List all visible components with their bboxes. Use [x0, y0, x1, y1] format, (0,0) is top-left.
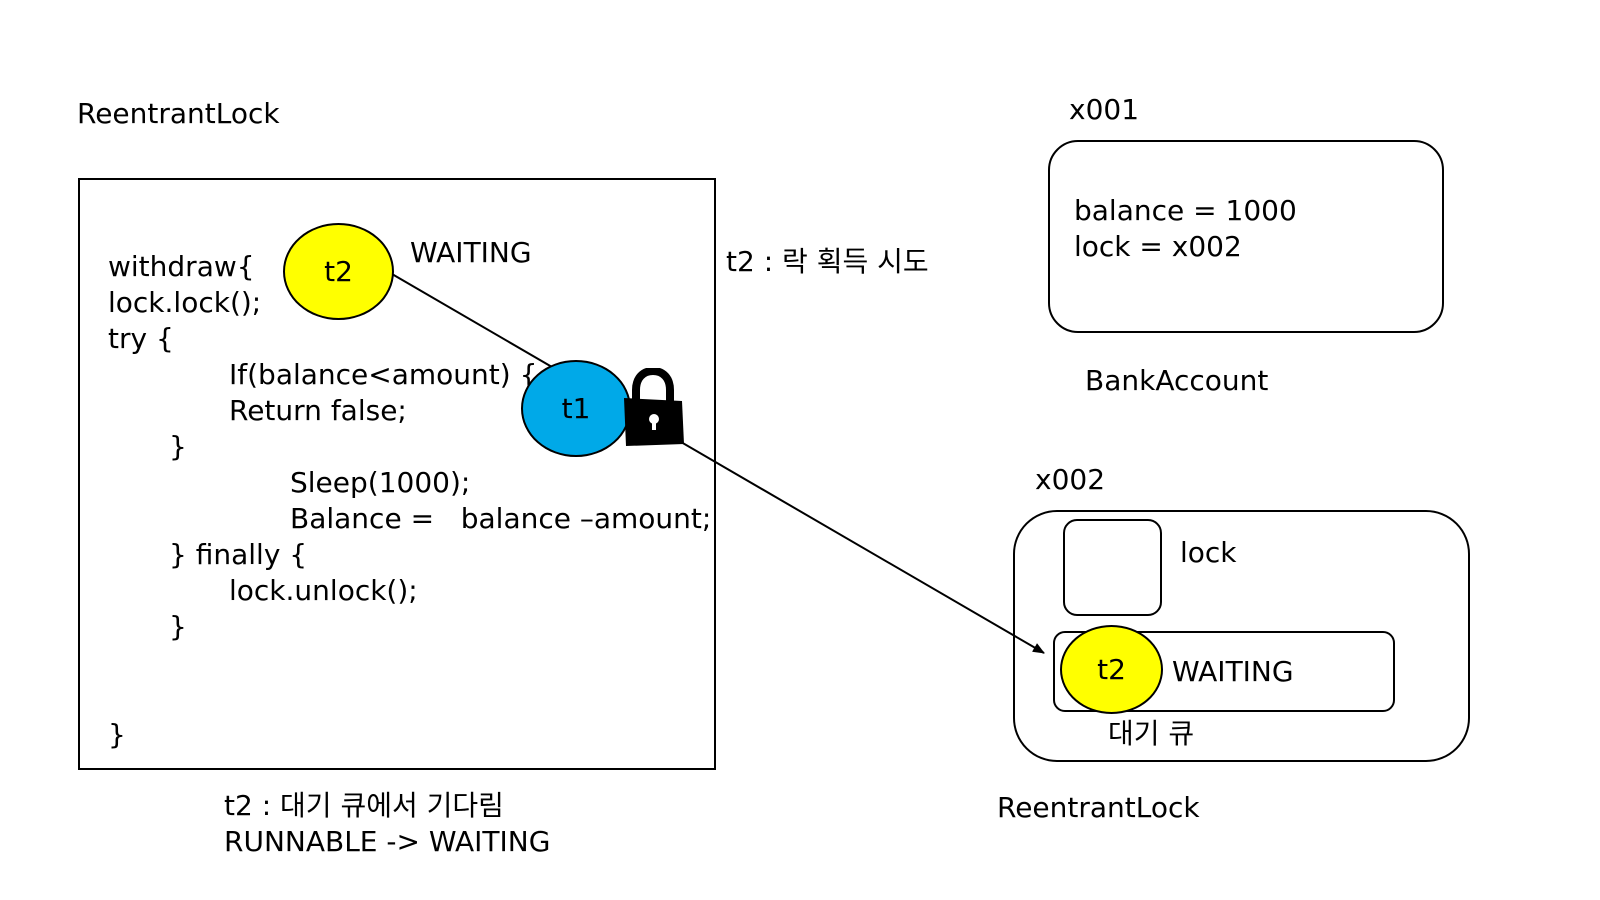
lock-slot: [1063, 519, 1162, 616]
balance-field: balance = 1000: [1074, 194, 1297, 227]
thread-t2-state: WAITING: [410, 236, 532, 269]
acquire-attempt-arrow: [391, 273, 1045, 654]
code-line: try {: [108, 322, 174, 355]
caption-line1: t2 : 대기 큐에서 기다림: [224, 789, 504, 822]
wait-queue-box: [1053, 631, 1395, 712]
thread-t2-queued: t2: [1060, 625, 1163, 714]
bank-account-name: BankAccount: [1085, 364, 1269, 397]
thread-t1: t1: [521, 360, 631, 457]
thread-label: t1: [561, 392, 591, 425]
lock-attempt-label: t2 : 락 획득 시도: [726, 245, 929, 278]
lock-field: lock = x002: [1074, 230, 1242, 263]
code-line: }: [108, 718, 126, 751]
reentrantlock-name: ReentrantLock: [997, 791, 1200, 824]
code-line: lock.unlock();: [229, 574, 418, 607]
queued-thread-state: WAITING: [1172, 655, 1294, 688]
code-line: } finally {: [169, 538, 308, 571]
bank-account-box: [1048, 140, 1444, 333]
reentrantlock-address: x002: [1035, 463, 1106, 496]
code-line: Return false;: [229, 394, 407, 427]
code-line: Balance = balance –amount;: [290, 502, 712, 535]
thread-label: t2: [324, 255, 353, 288]
lock-slot-label: lock: [1180, 536, 1237, 569]
wait-queue-label: 대기 큐: [1108, 717, 1195, 750]
caption-line2: RUNNABLE -> WAITING: [224, 825, 551, 858]
code-line: Sleep(1000);: [290, 466, 471, 499]
code-line: }: [169, 610, 187, 643]
code-line: }: [169, 430, 187, 463]
code-line: lock.lock();: [108, 286, 262, 319]
thread-t2: t2: [283, 223, 394, 320]
reentrantlock-title: ReentrantLock: [77, 97, 280, 130]
withdraw-code-box: withdraw{ lock.lock(); try { If(balance<…: [78, 178, 716, 770]
code-line: If(balance<amount) {: [229, 358, 538, 391]
thread-label: t2: [1097, 653, 1126, 686]
bank-account-address: x001: [1069, 93, 1140, 126]
code-line: withdraw{: [108, 250, 255, 283]
padlock-icon: [624, 368, 684, 446]
